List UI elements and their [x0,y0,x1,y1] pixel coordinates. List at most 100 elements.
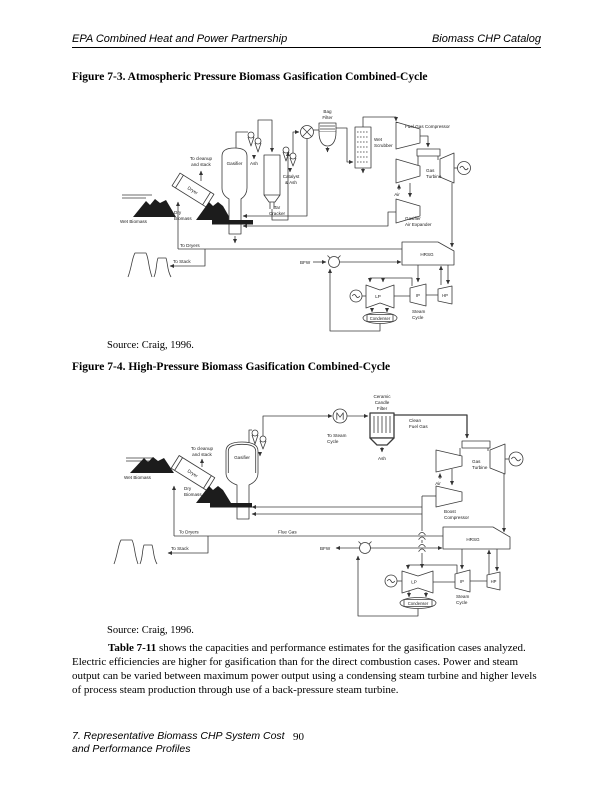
label-to-cleanup-2: and stack [191,162,211,167]
label-to-steam-cycle-2: Cycle [327,439,339,444]
footer-line-1: 7. Representative Biomass CHP System Cos… [72,730,285,742]
lp-turbine: LP [365,284,395,309]
label-gasifier: Gasifier [234,455,250,460]
cooling-towers-icon [113,539,158,565]
wet-scrubber-vessel: Wet Scrubber [354,126,393,174]
label-wet-biomass: Wet Biomass [124,475,152,480]
label-air-expander-2: Air Expander [405,222,432,227]
label-gas-turbine-2: Turbine [426,174,442,179]
label-dry-biomass-2: Biomass [174,216,192,221]
figure-7-3-source: Source: Craig, 1996. [107,340,194,351]
label-dryer: Dryer [187,468,200,478]
label-bag-filter-2: Filter [322,115,333,120]
label-ccf-3: Filter [377,406,388,411]
label-lp: LP [375,294,381,299]
label-catalyst-ash-1: Catalyst [283,174,300,179]
label-wet-scrubber-2: Scrubber [374,143,393,148]
cleanup-stack-line: To cleanup and stack [190,156,213,181]
pipe-lines [169,116,455,332]
label-ip: IP [416,293,420,298]
figure-7-4-diagram: Wet Biomass Dryer To cleanup and stack D… [100,389,560,629]
label-to-stack: To Stack [171,546,189,551]
heat-exchanger-icon [300,125,314,139]
header-rule [72,47,541,48]
ground-hatch [212,220,253,225]
label-tar-cracker-1: Tar [274,205,281,210]
label-gasifier: Gasifier [227,161,243,166]
gasifier-air-expander: Gasifier Air Expander [395,198,432,227]
ip-turbine: IP [433,569,487,593]
hrsg-unit: HRSG [401,241,455,266]
cleanup-stack-line: To cleanup and stack [191,446,214,467]
table-7-11-reference: Table 7-11 [108,642,157,654]
combustor [416,148,441,157]
label-bfw: BFW [300,260,311,265]
page-number: 90 [293,731,304,743]
label-hp: HP [491,579,497,584]
label-steam-cycle-1: Steam [412,309,425,314]
ceramic-candle-filter: Ceramic Candle Filter Ash [369,394,395,461]
hp-turbine: HP [486,571,501,591]
conveyor-icon [122,194,152,199]
label-clean-fuel-gas-1: Clean [409,418,421,423]
gasifier-vessel: Gasifier [225,441,259,520]
label-catalyst-ash-2: & Ash [285,180,297,185]
bag-filter-vessel: Bag Filter [318,109,337,153]
figure-7-3-diagram: Wet Biomass Dryer To cleanup and stack D… [100,102,560,347]
label-hrsg: HRSG [420,252,434,257]
label-air-expander-1: Gasifier [405,216,421,221]
label-dry-biomass-1: Dry [184,486,192,491]
label-boost-1: Boost [444,509,456,514]
label-steam-cycle-1: Steam [456,594,469,599]
wet-biomass-pile: Wet Biomass [120,199,176,224]
label-air: Air [435,481,441,486]
label-gas-turbine-1: Gas [426,168,435,173]
body-paragraph: Table 7-11 shows the capacities and perf… [72,641,544,697]
label-condenser: Condenser [370,316,391,321]
label-to-cleanup-1: To cleanup [190,156,213,161]
dry-biomass-pile: Dry Biomass [184,486,231,503]
figure-7-4-source: Source: Craig, 1996. [107,625,194,636]
label-ash: Ash [378,456,386,461]
bfw-pump-icon [327,255,341,268]
condenser-unit: Condenser [362,307,398,324]
label-to-cleanup-1: To cleanup [191,446,214,451]
cyclone-separator-icon: Ash [247,131,262,166]
label-lp: LP [411,580,417,585]
label-tar-cracker-2: Cracker [269,211,286,216]
label-ccf-2: Candle [375,400,390,405]
gasifier-vessel: Gasifier [221,147,248,244]
label-hrsg: HRSG [466,537,480,542]
label-dry-biomass-1: Dry [174,210,182,215]
hrsg-unit: HRSG [442,526,511,550]
figure-7-3-title: Figure 7-3. Atmospheric Pressure Biomass… [72,71,428,83]
label-wet-biomass: Wet Biomass [120,219,148,224]
gas-turbine: Air Gas Turbine [394,152,455,197]
label-bag-filter-1: Bag [323,109,332,114]
gas-turbine: Air Gas Turbine [435,443,506,486]
ip-turbine: IP [394,283,438,307]
ground-hatch [210,503,252,508]
footer-line-2: and Performance Profiles [72,743,191,755]
label-gas-turbine-1: Gas [472,459,481,464]
boost-compressor: Boost Compressor [435,485,469,520]
label-ccf-1: Ceramic [373,394,391,399]
label-to-steam-cycle-1: To Steam [327,433,347,438]
lp-turbine: LP [401,570,434,594]
label-ash: Ash [250,161,258,166]
combustor [461,440,491,449]
cyclone-separator-icon-2: Catalyst & Ash [282,146,300,185]
label-wet-scrubber-1: Wet [374,137,383,142]
label-to-stack: To Stack [173,259,191,264]
label-to-dryers: To Dryers [179,530,199,535]
wet-biomass-pile: Wet Biomass [124,457,174,480]
label-to-dryers: To Dryers [180,243,200,248]
label-boost-2: Compressor [444,515,469,520]
tar-cracker-vessel: Tar Cracker [263,154,286,216]
figure-7-4-title: Figure 7-4. High-Pressure Biomass Gasifi… [72,361,391,373]
fuel-gas-compressor: Fuel Gas Compressor [395,121,450,150]
dryer-unit: Dryer [171,172,215,208]
label-fuel-gas-compressor: Fuel Gas Compressor [405,124,450,129]
label-dry-biomass-2: Biomass [184,492,202,497]
label-steam-cycle-2: Cycle [412,315,424,320]
